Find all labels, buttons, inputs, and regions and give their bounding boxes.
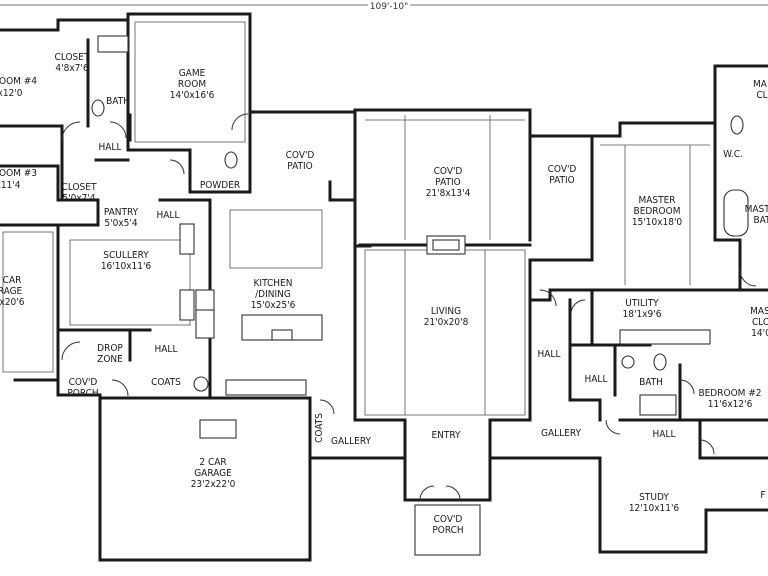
room-label-hall3: HALL <box>155 344 178 355</box>
fixtures <box>91 35 749 556</box>
room-label-powder: POWDER <box>200 180 240 191</box>
room-label-hall2: HALL <box>157 210 180 221</box>
overall-dimension: 109'-10" <box>0 2 768 12</box>
room-label-hall5: HALL <box>585 374 608 385</box>
room-label-bedroom3: OOM #3x11'4 <box>0 168 37 191</box>
room-label-bath1: BATH <box>106 96 130 107</box>
room-label-coats2: COATS <box>314 413 325 443</box>
room-label-hall6: HALL <box>653 429 676 440</box>
room-label-hall4: HALL <box>538 349 561 360</box>
room-label-hall1: HALL <box>99 142 122 153</box>
walls <box>0 12 768 562</box>
room-label-gallery1: GALLERY <box>331 436 371 447</box>
doors <box>61 113 757 501</box>
room-label-bath2: BATH <box>639 377 663 388</box>
room-label-entry: ENTRY <box>431 430 461 441</box>
room-label-wc: W.C. <box>723 149 743 160</box>
room-label-coats1: COATS <box>151 377 181 388</box>
room-label-master-bath: MASTEBAT <box>745 204 768 226</box>
room-label-gallery2: GALLERY <box>541 428 581 439</box>
ceiling-lines <box>2 21 710 416</box>
room-label-edge-right: F <box>760 490 765 501</box>
overall-dimension-text: 109'-10" <box>370 2 409 12</box>
